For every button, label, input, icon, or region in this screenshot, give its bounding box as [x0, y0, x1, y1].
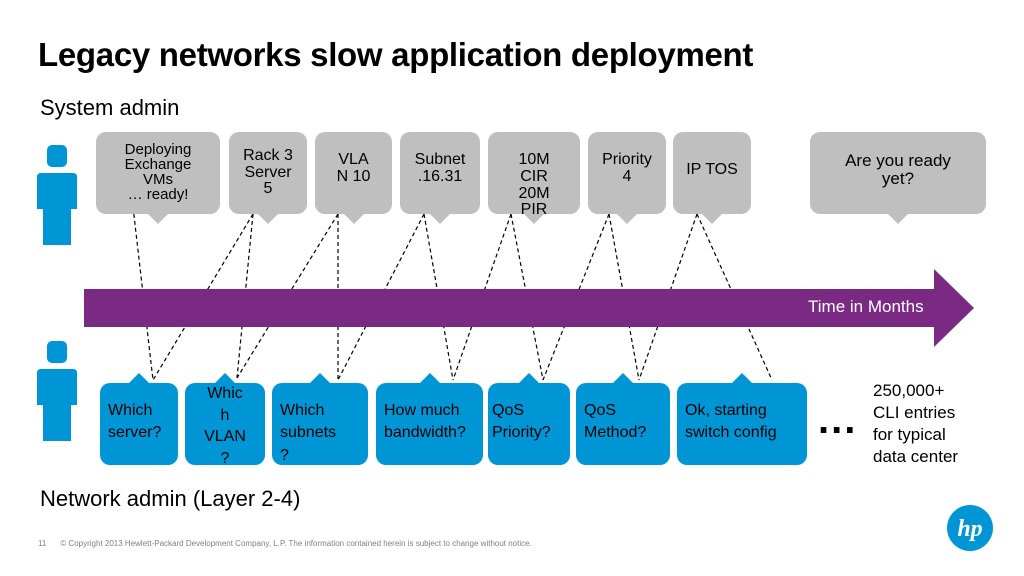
- net-bubble-text: Whic h VLAN ?: [204, 385, 246, 467]
- sys-bubble-text: Are you ready yet?: [845, 151, 951, 188]
- sys-bubble-deploying: Deploying Exchange VMs … ready!: [96, 132, 220, 224]
- logo-text: hp: [957, 516, 982, 542]
- net-bubble-which-subnets: Which subnets ?: [272, 373, 368, 465]
- network-admin-person-icon: [37, 341, 77, 441]
- net-bubble-qos-method: QoS Method?: [576, 373, 670, 465]
- net-bubble-text: How much bandwidth?: [384, 402, 466, 442]
- hp-logo-icon: hp: [947, 505, 993, 551]
- timeline-arrow-head: [934, 269, 974, 347]
- net-bubble-how-much-bandwidth: How much bandwidth?: [376, 373, 483, 465]
- ellipsis: ...: [818, 398, 858, 442]
- connector-line: [152, 213, 254, 381]
- cli-entries-note: 250,000+ CLI entries for typical data ce…: [873, 381, 959, 467]
- timeline-arrow-bar: [84, 289, 952, 327]
- sys-bubble-text: Rack 3 Server 5: [243, 146, 293, 198]
- system-admin-person-icon: [37, 145, 77, 245]
- net-bubble-which-vlan: Whic h VLAN ?: [185, 373, 265, 467]
- network-admin-label: Network admin (Layer 2-4): [40, 486, 301, 511]
- sys-bubble-text: Priority 4: [602, 151, 652, 185]
- footer: 11 © Copyright 2013 Hewlett-Packard Devel…: [38, 539, 532, 548]
- sys-bubble-priority: Priority 4: [588, 132, 666, 224]
- sys-bubble-text: 10M CIR 20M PIR: [518, 151, 550, 219]
- timeline-label: Time in Months: [808, 297, 924, 316]
- system-admin-label: System admin: [40, 95, 180, 120]
- connector-line: [542, 213, 610, 381]
- sys-bubble-text: Subnet .16.31: [414, 151, 466, 185]
- slide-title: Legacy networks slow application deploym…: [38, 36, 754, 73]
- net-bubble-text: QoS Method?: [584, 402, 647, 442]
- sys-bubble-rack: Rack 3 Server 5: [229, 132, 307, 224]
- net-bubble-which-server: Which server?: [100, 373, 178, 465]
- net-bubble-text: Ok, starting switch config: [685, 402, 777, 442]
- net-bubble-text: Which server?: [108, 402, 162, 442]
- net-bubble-starting-config: Ok, starting switch config: [677, 373, 807, 465]
- sys-bubble-cir: 10M CIR 20M PIR: [488, 132, 580, 224]
- sys-bubble-ready: Are you ready yet?: [810, 132, 986, 224]
- page-number: 11: [38, 539, 47, 548]
- copyright-text: © Copyright 2013 Hewlett-Packard Develop…: [60, 539, 532, 548]
- net-bubble-text: QoS Priority?: [492, 402, 551, 442]
- sys-bubble-text: IP TOS: [686, 161, 738, 178]
- net-bubble-qos-priority: QoS Priority?: [488, 373, 570, 465]
- sys-bubble-vlan: VLA N 10: [315, 132, 392, 224]
- sys-bubble-text: Deploying Exchange VMs … ready!: [124, 141, 192, 203]
- sys-bubble-subnet: Subnet .16.31: [400, 132, 480, 224]
- sys-bubble-iptos: IP TOS: [673, 132, 751, 224]
- net-bubble-text: Which subnets ?: [280, 402, 337, 464]
- sys-bubble-text: VLA N 10: [336, 151, 371, 185]
